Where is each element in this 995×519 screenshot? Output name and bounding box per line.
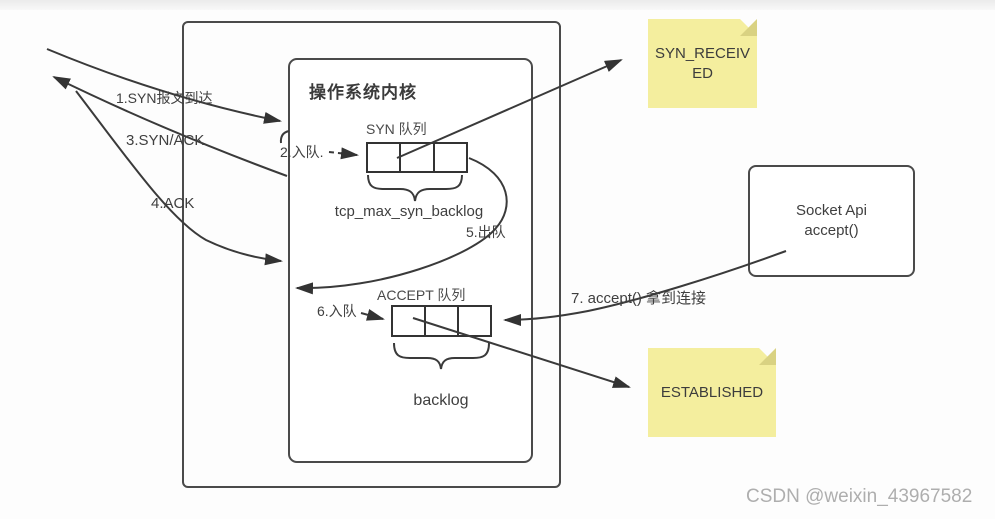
note-paper — [648, 348, 776, 437]
step4-ack-label: 4.ACK — [151, 195, 195, 212]
accept-queue-capacity-label: backlog — [413, 392, 469, 409]
established-note: ESTABLISHED — [648, 348, 776, 437]
socket-api-line1: Socket Api — [796, 201, 867, 219]
kernel-title: 操作系统内核 — [309, 83, 417, 102]
socket-api-box: Socket Api accept() — [748, 165, 915, 277]
syn-queue-box — [366, 142, 468, 173]
accept-queue-box — [391, 305, 492, 337]
accept-queue-label: ACCEPT 队列 — [377, 287, 466, 303]
syn-received-note: SYN_RECEIV ED — [648, 19, 757, 108]
note-fold-corner — [740, 19, 757, 36]
top-gradient-strip — [0, 0, 995, 10]
established-state-label: ESTABLISHED — [660, 383, 764, 401]
note-fold-corner — [759, 348, 776, 365]
csdn-watermark: CSDN @weixin_43967582 — [746, 486, 973, 507]
step6-enqueue-label: 6.入队 — [317, 303, 357, 319]
syn-queue-capacity-label: tcp_max_syn_backlog — [334, 203, 484, 220]
step2-enqueue-label: 2.入队. — [280, 144, 324, 160]
queue-cell — [393, 307, 426, 335]
queue-cell — [401, 144, 435, 171]
queue-cell — [426, 307, 459, 335]
queue-cell — [435, 144, 466, 171]
syn-received-state-label: SYN_RECEIV ED — [654, 45, 751, 82]
step1-syn-arrive-label: 1.SYN报文到达 — [116, 90, 213, 106]
step3-synack-label: 3.SYN/ACK — [126, 132, 205, 149]
syn-queue-label: SYN 队列 — [366, 121, 427, 137]
queue-cell — [459, 307, 490, 335]
step7-accept-label: 7. accept() 拿到连接 — [571, 290, 707, 307]
queue-cell — [368, 144, 402, 171]
note-paper — [648, 19, 757, 108]
step5-dequeue-label: 5.出队 — [466, 224, 506, 240]
socket-api-line2: accept() — [804, 222, 859, 239]
